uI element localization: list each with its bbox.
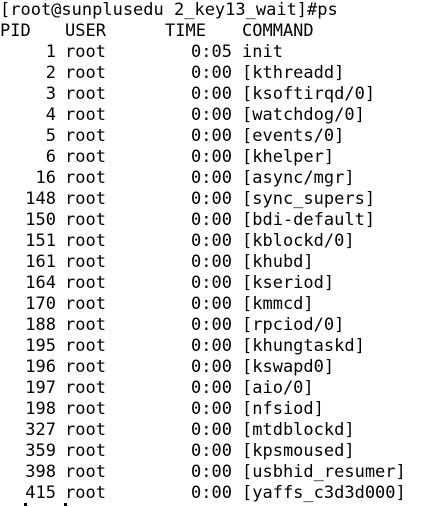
process-command: [mtdblockd] xyxy=(242,420,355,440)
process-command: [khubd] xyxy=(242,252,314,272)
process-pid: 170 xyxy=(25,294,56,314)
process-time: 0:00 xyxy=(191,84,232,104)
process-pid: 415 xyxy=(25,483,56,503)
process-user: root xyxy=(65,483,106,503)
process-pid: 5 xyxy=(45,126,56,146)
process-command: [events/0] xyxy=(242,126,345,146)
process-time: 0:00 xyxy=(191,126,232,146)
process-pid: 359 xyxy=(25,441,56,461)
process-pid: 6 xyxy=(45,147,56,167)
process-time: 0:00 xyxy=(191,336,232,356)
process-time: 0:00 xyxy=(191,63,232,83)
process-pid: 1 xyxy=(45,42,56,62)
process-time: 0:00 xyxy=(191,189,232,209)
process-time: 0:00 xyxy=(191,210,232,230)
process-pid: 150 xyxy=(25,210,56,230)
process-command: [ksoftirqd/0] xyxy=(242,84,376,104)
process-user: root xyxy=(65,315,106,335)
process-command: [kblockd/0] xyxy=(242,231,355,251)
process-command: [yaffs_c3d3d000] xyxy=(242,483,406,503)
process-pid: 327 xyxy=(25,420,56,440)
process-pid: 195 xyxy=(25,336,56,356)
process-time: 0:00 xyxy=(191,273,232,293)
process-time: 0:00 xyxy=(191,420,232,440)
process-time: 0:05 xyxy=(191,42,232,62)
column-header-command: COMMAND xyxy=(242,21,314,41)
process-user: root xyxy=(65,231,106,251)
process-command: [khungtaskd] xyxy=(242,336,365,356)
column-header-pid: PID xyxy=(0,21,31,41)
process-pid: 4 xyxy=(45,105,56,125)
process-time: 0:00 xyxy=(191,147,232,167)
process-command: [kmmcd] xyxy=(242,294,314,314)
process-time: 0:00 xyxy=(191,231,232,251)
process-user: root xyxy=(65,357,106,377)
process-user: root xyxy=(65,42,106,62)
process-pid: 161 xyxy=(25,252,56,272)
process-pid: 164 xyxy=(25,273,56,293)
process-user: root xyxy=(65,147,106,167)
process-time: 0:00 xyxy=(191,483,232,503)
process-user: root xyxy=(65,294,106,314)
process-command: [kpsmoused] xyxy=(242,441,355,461)
shell-prompt-line: [root@sunplusedu 2_key13_wait]#ps xyxy=(0,0,338,20)
column-header-time: TIME xyxy=(165,21,206,41)
process-pid: 2 xyxy=(45,63,56,83)
process-command: [rpciod/0] xyxy=(242,315,345,335)
process-pid: 398 xyxy=(25,462,56,482)
process-user: root xyxy=(65,441,106,461)
process-user: root xyxy=(65,84,106,104)
process-time: 0:00 xyxy=(191,399,232,419)
process-command: [kswapd0] xyxy=(242,357,335,377)
process-time: 0:00 xyxy=(191,168,232,188)
process-command: [usbhid_resumer] xyxy=(242,462,406,482)
process-user: root xyxy=(65,336,106,356)
process-user: root xyxy=(65,105,106,125)
process-time: 0:00 xyxy=(191,357,232,377)
process-time: 0:00 xyxy=(191,294,232,314)
process-time: 0:00 xyxy=(191,462,232,482)
process-time: 0:00 xyxy=(191,252,232,272)
process-command: [kseriod] xyxy=(242,273,335,293)
process-command: [kthreadd] xyxy=(242,63,345,83)
process-user: root xyxy=(65,399,106,419)
process-pid: 196 xyxy=(25,357,56,377)
process-pid: 148 xyxy=(25,189,56,209)
process-user: root xyxy=(65,462,106,482)
process-user: root xyxy=(65,420,106,440)
process-pid: 151 xyxy=(25,231,56,251)
process-user: root xyxy=(65,189,106,209)
process-time: 0:00 xyxy=(191,378,232,398)
process-user: root xyxy=(65,273,106,293)
process-time: 0:00 xyxy=(191,441,232,461)
process-command: [bdi-default] xyxy=(242,210,376,230)
process-pid: 16 xyxy=(35,168,56,188)
process-command: [async/mgr] xyxy=(242,168,355,188)
process-command: init xyxy=(242,42,283,62)
process-time: 0:00 xyxy=(191,105,232,125)
process-command: [sync_supers] xyxy=(242,189,376,209)
process-command: [khelper] xyxy=(242,147,335,167)
process-pid: 188 xyxy=(25,315,56,335)
process-user: root xyxy=(65,63,106,83)
process-user: root xyxy=(65,126,106,146)
process-pid: 197 xyxy=(25,378,56,398)
process-user: root xyxy=(65,378,106,398)
process-user: root xyxy=(65,168,106,188)
process-command: [watchdog/0] xyxy=(242,105,365,125)
process-command: [aio/0] xyxy=(242,378,314,398)
process-time: 0:00 xyxy=(191,315,232,335)
process-command: [nfsiod] xyxy=(242,399,324,419)
process-pid: 198 xyxy=(25,399,56,419)
process-user: root xyxy=(65,210,106,230)
process-user: root xyxy=(65,252,106,272)
column-header-user: USER xyxy=(65,21,106,41)
process-pid: 3 xyxy=(45,84,56,104)
cut-off-next-line xyxy=(0,503,446,507)
